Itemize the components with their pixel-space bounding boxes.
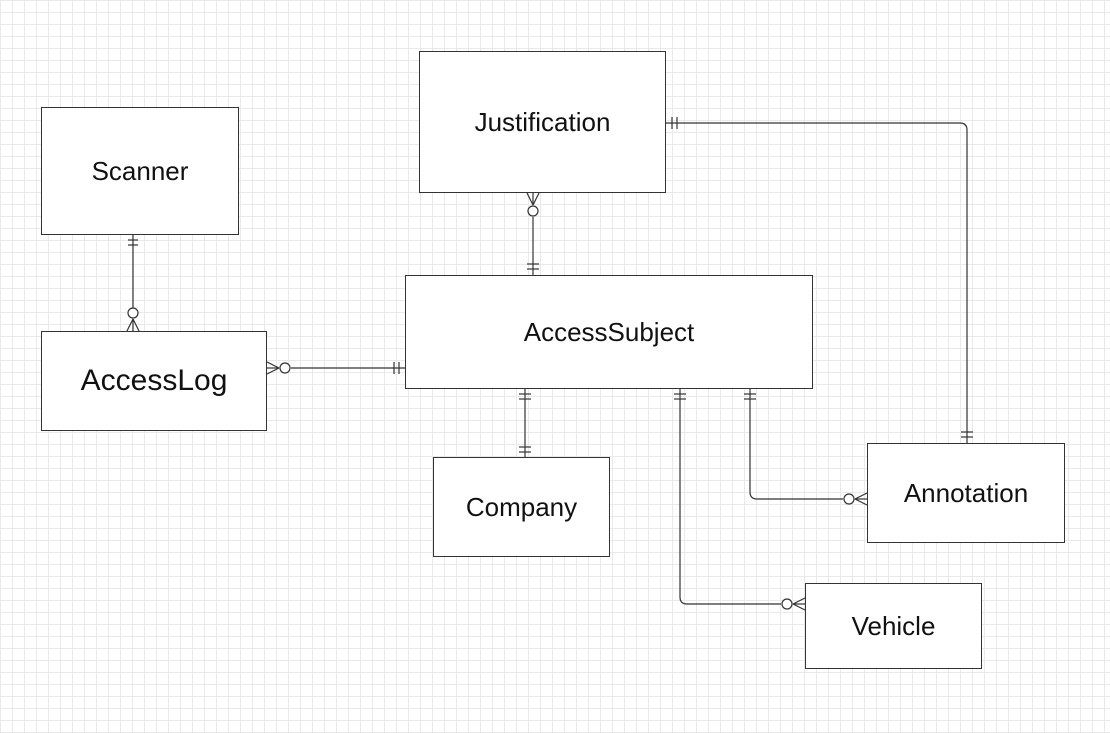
crowfoot-mark: [854, 492, 868, 500]
zero-mark: [781, 598, 793, 610]
crowfoot-mark: [792, 597, 806, 605]
connector-accesssubject-vehicle[interactable]: [674, 389, 806, 611]
crowfoot-mark: [266, 361, 280, 369]
entity-accesslog[interactable]: AccessLog: [41, 331, 267, 431]
entity-label: AccessLog: [80, 364, 228, 397]
zero-mark: [279, 362, 291, 374]
entity-label: Justification: [474, 106, 611, 137]
connector-accesslog-accesssubject[interactable]: [266, 361, 405, 375]
entity-scanner[interactable]: Scanner: [41, 107, 239, 235]
entity-vehicle[interactable]: Vehicle: [805, 583, 982, 669]
connector-scanner-accesslog[interactable]: [126, 235, 140, 332]
connector-justification-accesssubject[interactable]: [526, 192, 540, 275]
entity-label: Scanner: [91, 155, 189, 186]
entity-label: Vehicle: [851, 610, 936, 641]
connector-accesssubject-company[interactable]: [519, 389, 531, 457]
zero-mark: [127, 307, 139, 319]
entity-label: Company: [465, 491, 578, 522]
entity-justification[interactable]: Justification: [419, 51, 666, 193]
connector-justification-annotation[interactable]: [666, 117, 973, 443]
entity-label: AccessSubject: [523, 316, 695, 347]
entity-label: Annotation: [903, 477, 1029, 508]
entity-company[interactable]: Company: [433, 457, 610, 557]
crowfoot-mark: [126, 318, 134, 332]
crowfoot-mark: [526, 192, 534, 206]
entity-accesssubject[interactable]: AccessSubject: [405, 275, 813, 389]
zero-mark: [527, 205, 539, 217]
entity-annotation[interactable]: Annotation: [867, 443, 1065, 543]
connector-accesssubject-annotation[interactable]: [744, 389, 868, 506]
zero-mark: [843, 493, 855, 505]
